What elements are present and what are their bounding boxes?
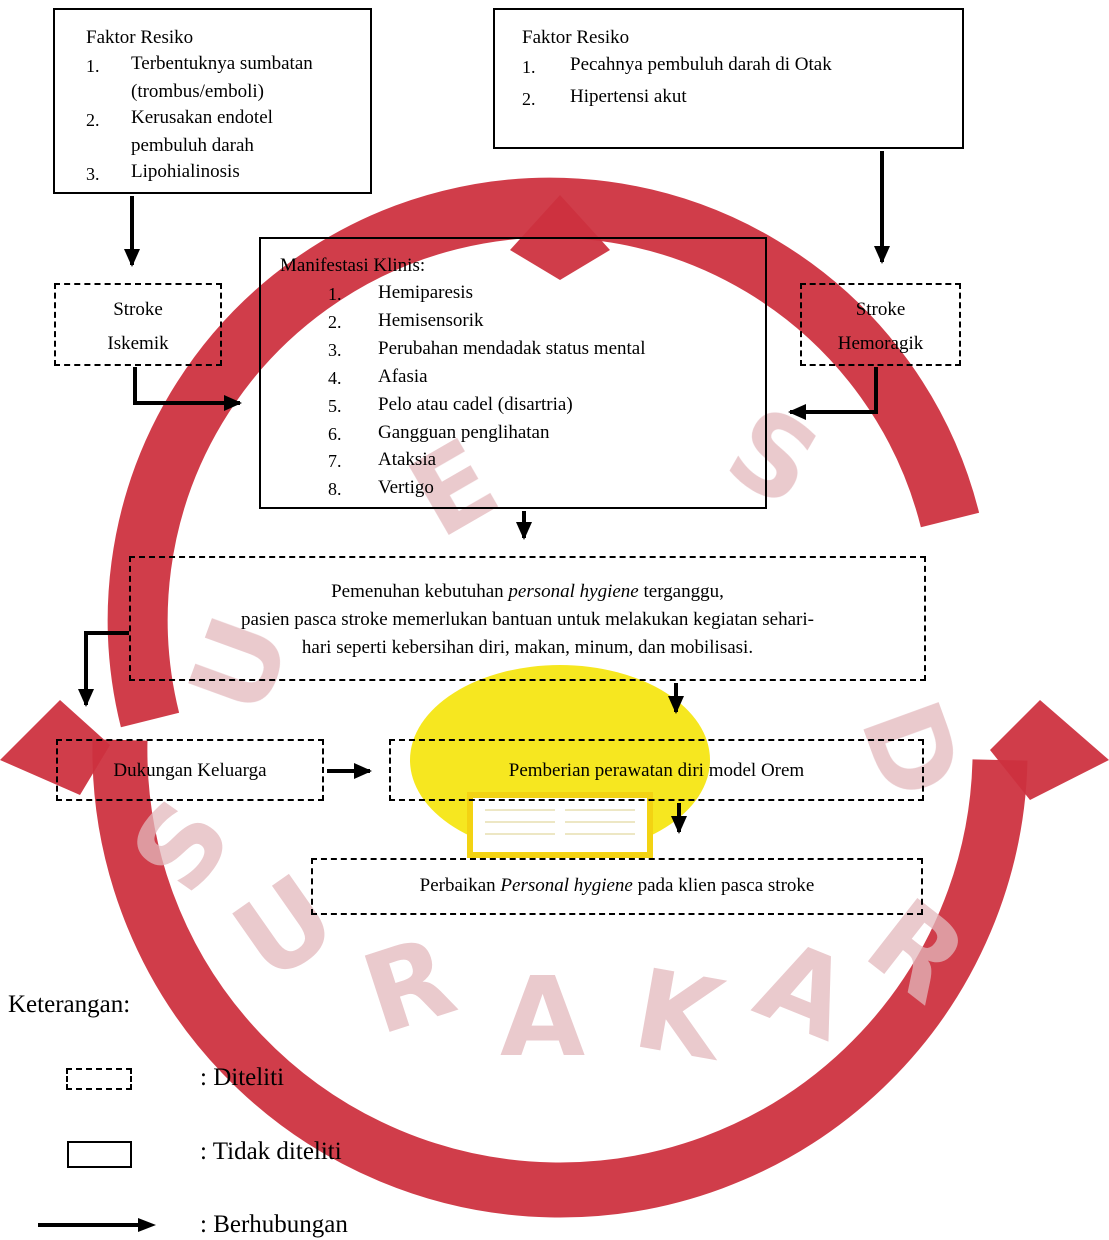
outcome-pre: Perbaikan	[419, 875, 501, 896]
stroke-ischemic-line2: Iskemik	[107, 333, 169, 354]
legend-dashed-label: : Diteliti	[200, 1064, 285, 1091]
orem-care-label: Pemberian perawatan diri model Orem	[508, 760, 805, 781]
manifestation-item-7: Ataksia	[378, 449, 437, 470]
risk-ischemic-item-3: Lipohialinosis	[131, 161, 240, 182]
svg-text:A: A	[500, 953, 585, 1081]
risk-ischemic-item-1a: Terbentuknya sumbatan	[131, 53, 313, 74]
stroke-hemorrhagic-line1: Stroke	[855, 299, 906, 320]
manifestation-num-5: 5.	[328, 396, 342, 416]
legend-dashed-swatch	[66, 1068, 132, 1090]
manifestation-item-3: Perubahan mendadak status mental	[378, 338, 646, 359]
manifestation-item-5: Pelo atau cadel (disartria)	[378, 394, 573, 415]
risk-ischemic-num-1: 1.	[86, 56, 100, 76]
outcome-box	[311, 858, 923, 915]
arrow-hygiene-to-family	[78, 631, 129, 707]
manifestations-box	[259, 237, 767, 509]
hygiene-need-line3: hari seperti kebersihan diri, makan, min…	[301, 637, 754, 658]
outcome-post: pada klien pasca stroke	[632, 875, 815, 896]
orem-care-box	[389, 739, 924, 801]
stroke-hemorrhagic-line2: Hemoragik	[837, 333, 924, 354]
risk-hemorrhagic-item-1: Pecahnya pembuluh darah di Otak	[570, 54, 832, 75]
manifestation-item-4: Afasia	[378, 366, 428, 387]
risk-hemorrhagic-num-1: 1.	[522, 57, 536, 77]
manifestation-num-8: 8.	[328, 479, 342, 499]
risk-ischemic-item-2a: Kerusakan endotel	[131, 107, 273, 128]
manifestation-num-6: 6.	[328, 424, 342, 444]
watermark-seal	[0, 177, 1109, 1218]
arrow-hemorrhagic-to-manifestations	[788, 367, 878, 420]
legend-title: Keterangan:	[8, 991, 131, 1018]
risk-hemorrhagic-heading: Faktor Resiko	[522, 27, 630, 48]
risk-hemorrhagic-item-2: Hipertensi akut	[570, 86, 687, 107]
manifestation-item-1: Hemiparesis	[378, 282, 473, 303]
hygiene-need-line1: Pemenuhan kebutuhan personal hygiene ter…	[129, 578, 926, 605]
outcome-em: Personal hygiene	[500, 875, 633, 896]
hygiene-need-box	[129, 556, 926, 681]
outcome-label: Perbaikan Personal hygiene pada klien pa…	[311, 872, 923, 899]
risk-hemorrhagic-num-2: 2.	[522, 89, 536, 109]
risk-ischemic-num-2: 2.	[86, 110, 100, 130]
risk-ischemic-num-3: 3.	[86, 164, 100, 184]
manifestations-heading: Manifestasi Klinis:	[280, 255, 426, 276]
hygiene-need-line1-post: terganggu,	[638, 581, 724, 602]
manifestation-item-6: Gangguan penglihatan	[378, 422, 550, 443]
manifestation-item-2: Hemisensorik	[378, 310, 484, 331]
legend-solid-label: : Tidak diteliti	[200, 1138, 342, 1165]
risk-factors-hemorrhagic-box	[493, 8, 964, 149]
risk-ischemic-item-1b: (trombus/emboli)	[131, 81, 264, 102]
hygiene-need-line1-pre: Pemenuhan kebutuhan	[331, 581, 509, 602]
legend-solid-swatch	[67, 1141, 132, 1168]
manifestation-num-2: 2.	[328, 312, 342, 332]
family-support-label: Dukungan Keluarga	[113, 760, 267, 781]
stroke-ischemic-line1: Stroke	[113, 299, 163, 320]
hygiene-need-line1-em: personal hygiene	[508, 581, 639, 602]
manifestation-num-4: 4.	[328, 368, 342, 388]
hygiene-need-line2: pasien pasca stroke memerlukan bantuan u…	[241, 609, 814, 630]
family-support-box	[56, 739, 324, 801]
manifestation-num-7: 7.	[328, 451, 342, 471]
risk-ischemic-heading: Faktor Resiko	[86, 27, 194, 48]
arrow-ischemic-to-manifestations	[133, 367, 242, 411]
stroke-ischemic-box	[54, 283, 222, 366]
stroke-hemorrhagic-box	[800, 283, 961, 366]
risk-ischemic-item-2b: pembuluh darah	[131, 135, 254, 156]
manifestation-num-1: 1.	[328, 284, 342, 304]
legend-arrow-label: : Berhubungan	[200, 1211, 348, 1238]
risk-factors-ischemic-box	[53, 8, 372, 194]
manifestation-num-3: 3.	[328, 340, 342, 360]
manifestation-item-8: Vertigo	[378, 477, 434, 498]
